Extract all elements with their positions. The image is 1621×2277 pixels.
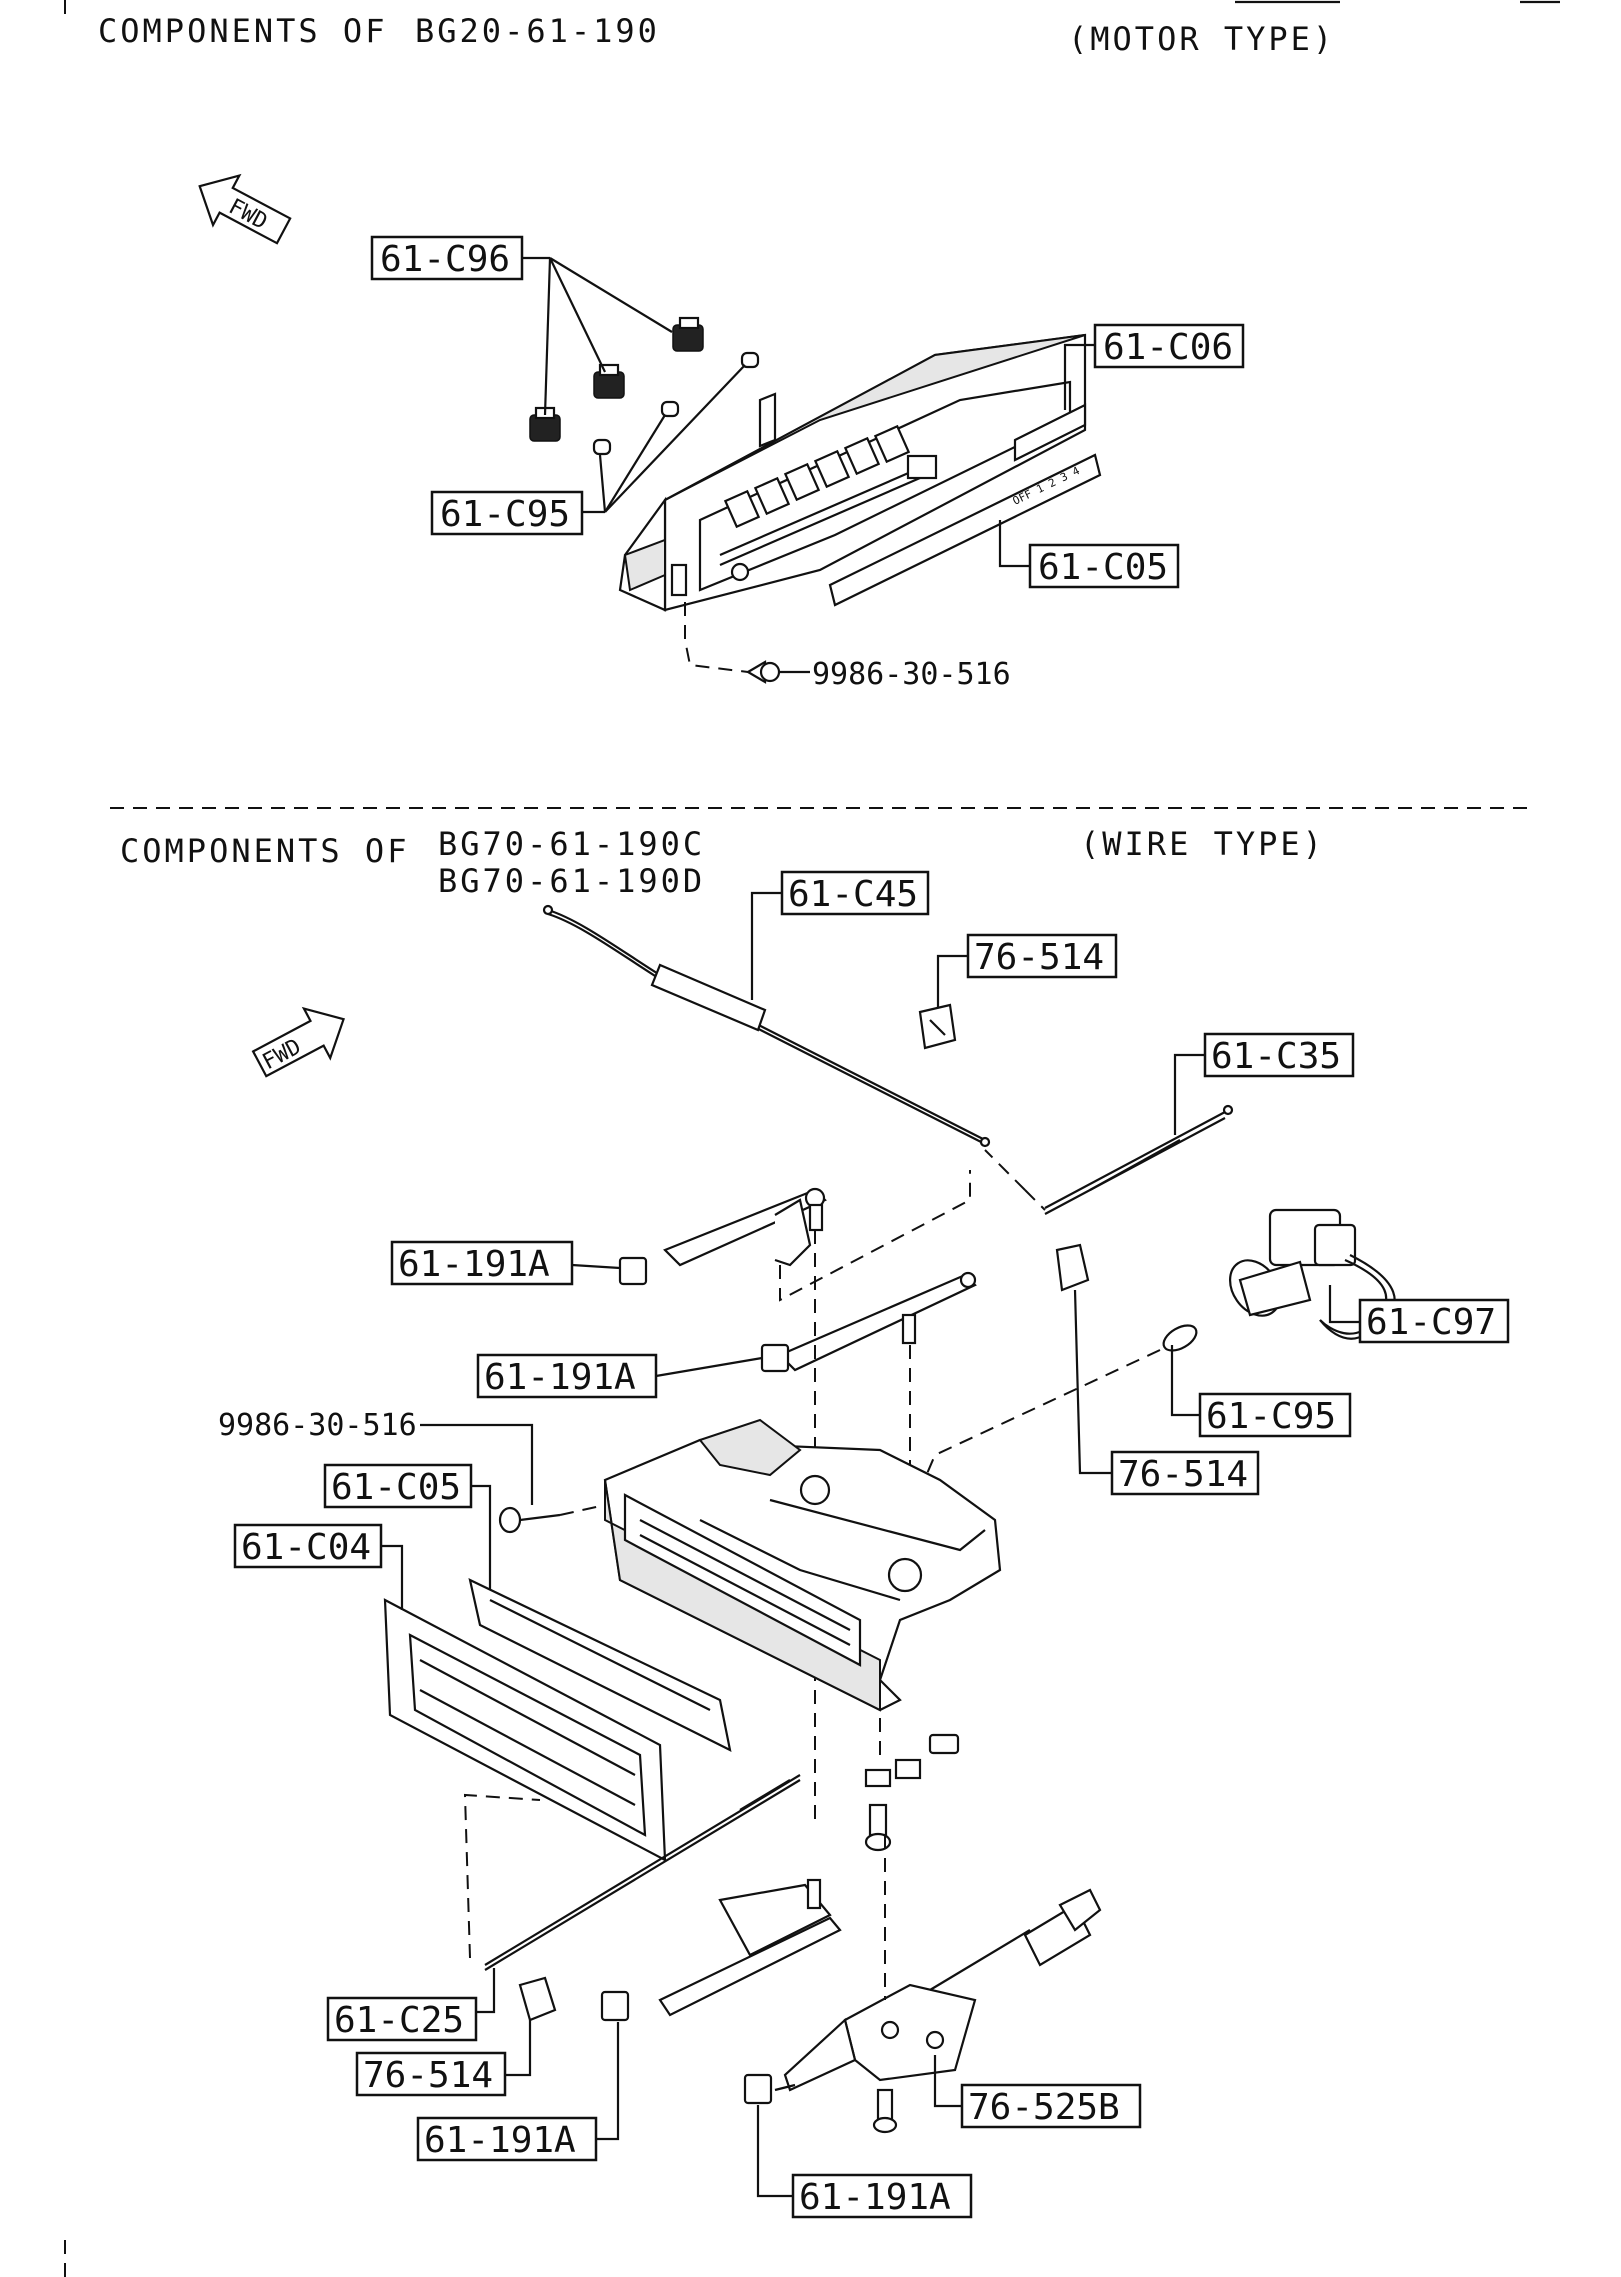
- bottom-part-number-1: BG70-61-190C: [438, 825, 705, 863]
- knob-icon: [600, 1990, 630, 2022]
- bottom-title-prefix: COMPONENTS OF: [120, 832, 409, 870]
- svg-text:61-C04: 61-C04: [241, 1527, 371, 1568]
- svg-text:61-C25: 61-C25: [334, 2000, 464, 2041]
- callout-61-C04: 61-C04: [233, 1523, 383, 1569]
- callout-61-191A-2: 61-191A: [476, 1353, 658, 1399]
- svg-text:61-C96: 61-C96: [380, 239, 510, 280]
- callout-61-C05-bottom: 61-C05: [323, 1463, 473, 1509]
- svg-text:61-C97: 61-C97: [1366, 1302, 1496, 1343]
- svg-text:61-C95: 61-C95: [1206, 1396, 1336, 1437]
- wire-control-chassis: [603, 1418, 1002, 1712]
- screw-icon: [872, 2088, 898, 2134]
- callout-61-C05-top: 61-C05: [1028, 543, 1180, 589]
- cable-c45: [542, 904, 991, 1148]
- top-title-prefix: COMPONENTS OF: [98, 12, 387, 50]
- callout-61-C35: 61-C35: [1203, 1032, 1355, 1078]
- top-part-number: BG20-61-190: [415, 12, 660, 50]
- callout-9986-30-516-bottom: 9986-30-516: [218, 1408, 417, 1443]
- clip-icon: [518, 1976, 557, 2022]
- svg-text:61-C95: 61-C95: [440, 494, 570, 535]
- connector-c97: [1228, 1208, 1396, 1340]
- callout-61-191A-4: 61-191A: [791, 2173, 973, 2219]
- clip-icon: [918, 1003, 957, 1050]
- cable-c35: [1044, 1104, 1234, 1215]
- lever-arm-upper: [663, 1187, 827, 1267]
- screw-icon: [864, 1803, 892, 1852]
- screw-icon: [745, 660, 781, 684]
- callout-61-C95: 61-C95: [430, 490, 584, 536]
- callout-61-C45: 61-C45: [780, 870, 930, 916]
- bottom-part-number-2: BG70-61-190D: [438, 862, 705, 900]
- svg-text:61-C05: 61-C05: [331, 1467, 461, 1508]
- bottom-section-header: COMPONENTS OF BG70-61-190C BG70-61-190D …: [120, 825, 1325, 900]
- svg-text:76-525B: 76-525B: [968, 2087, 1120, 2128]
- callout-61-C06: 61-C06: [1093, 323, 1245, 369]
- callout-61-191A-3: 61-191A: [416, 2116, 598, 2162]
- fwd-arrow-icon: FWD: [198, 173, 292, 245]
- svg-text:76-514: 76-514: [974, 937, 1104, 978]
- callout-61-191A-1: 61-191A: [390, 1240, 574, 1286]
- callout-76-514-mid: 76-514: [1110, 1450, 1260, 1496]
- svg-text:61-C06: 61-C06: [1103, 327, 1233, 368]
- callout-76-525B: 76-525B: [960, 2083, 1142, 2129]
- clip-icon: [1055, 1243, 1090, 1292]
- callout-76-514-top: 76-514: [966, 933, 1118, 979]
- svg-text:61-191A: 61-191A: [398, 1244, 550, 1285]
- cable-c25: [484, 1774, 801, 1971]
- bottom-type-label: (WIRE TYPE): [1080, 825, 1325, 863]
- callout-9986-30-516-top: 9986-30-516: [812, 657, 1011, 692]
- callout-76-514-bottom: 76-514: [355, 2051, 507, 2097]
- lever-arm-lower: [658, 1878, 842, 2017]
- callout-61-C97: 61-C97: [1358, 1298, 1510, 1344]
- label-plate-c06: [1013, 403, 1087, 462]
- fwd-arrow-icon: FWD: [251, 1006, 345, 1078]
- bulb-icon: [592, 351, 760, 456]
- motor-control-unit: [618, 333, 1087, 612]
- svg-text:76-514: 76-514: [1118, 1454, 1248, 1495]
- callout-61-C95-bottom: 61-C95: [1198, 1392, 1352, 1438]
- svg-text:76-514: 76-514: [363, 2055, 493, 2096]
- top-type-label: (MOTOR TYPE): [1068, 20, 1335, 58]
- spring-clip-icon: [864, 1733, 960, 1788]
- switch-76-525b: [783, 1888, 1102, 2092]
- bezel-c04: [383, 1598, 667, 1862]
- callout-61-C96: 61-C96: [370, 235, 524, 281]
- callout-61-C25: 61-C25: [326, 1996, 478, 2042]
- lever-arm-middle: [778, 1271, 977, 1372]
- top-section-header: COMPONENTS OF BG20-61-190 (MOTOR TYPE): [64, 0, 1560, 58]
- knob-icon: [593, 363, 625, 399]
- screw-icon: [498, 1506, 561, 1534]
- scale-plate-c05-bottom: [468, 1578, 732, 1752]
- knob-icon: [760, 1343, 790, 1373]
- svg-text:61-191A: 61-191A: [424, 2120, 576, 2161]
- knob-icon: [743, 2073, 773, 2105]
- svg-text:61-191A: 61-191A: [799, 2177, 951, 2218]
- svg-text:61-C45: 61-C45: [788, 874, 918, 915]
- knob-icon: [618, 1256, 648, 1286]
- bulb-icon: [1162, 1324, 1198, 1352]
- svg-text:61-C05: 61-C05: [1038, 547, 1168, 588]
- svg-text:61-C35: 61-C35: [1211, 1036, 1341, 1077]
- knob-icon: [672, 316, 704, 352]
- svg-text:61-191A: 61-191A: [484, 1357, 636, 1398]
